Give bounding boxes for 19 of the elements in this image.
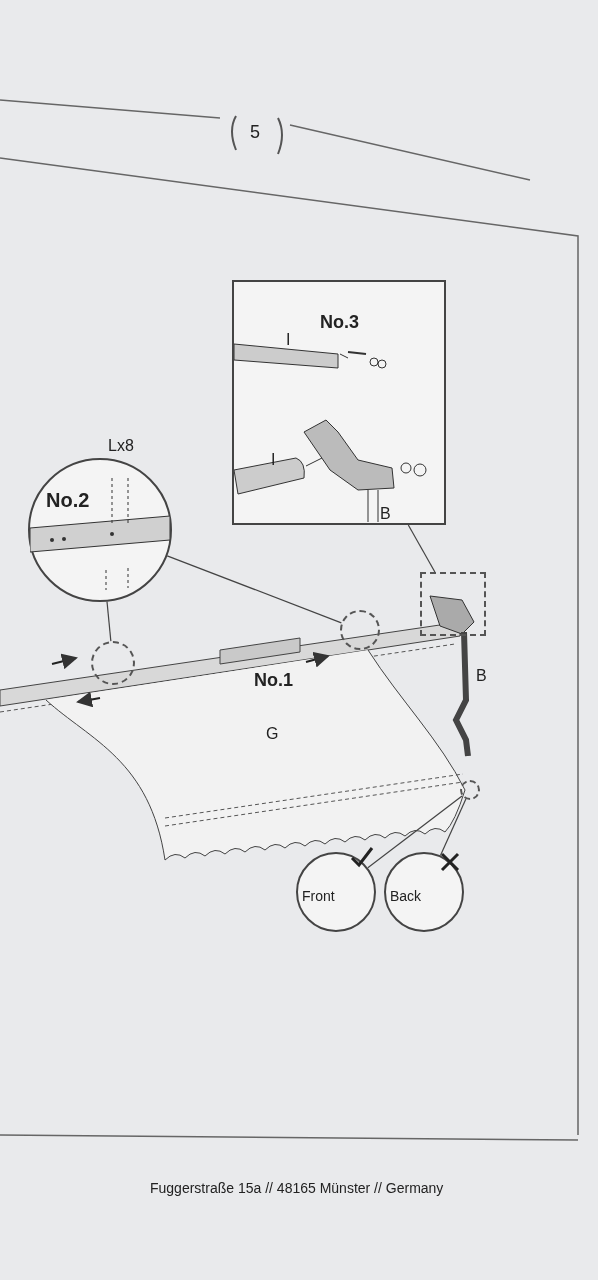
part-letter: G	[266, 724, 279, 744]
part-letter: I	[271, 450, 276, 470]
detail-label: Front	[302, 887, 335, 906]
leader-line	[407, 524, 436, 573]
part-letter: B	[380, 504, 391, 524]
detail-panel	[232, 280, 446, 525]
page-number: 5	[250, 121, 260, 144]
leader-line	[166, 555, 342, 624]
detail-label: Back	[390, 887, 422, 906]
detail-frame	[420, 572, 486, 636]
quantity-label: Lx8	[108, 436, 134, 456]
leader-line	[367, 795, 463, 869]
part-letter: B	[476, 666, 487, 686]
footer-address: Fuggerstraße 15a // 48165 Münster // Germany	[150, 1179, 444, 1198]
detail-label: No.2	[46, 488, 90, 513]
leader-line	[106, 601, 112, 642]
part-letter: I	[286, 330, 291, 350]
detail-label: No.3	[320, 311, 359, 334]
step-label: No.1	[254, 669, 293, 692]
